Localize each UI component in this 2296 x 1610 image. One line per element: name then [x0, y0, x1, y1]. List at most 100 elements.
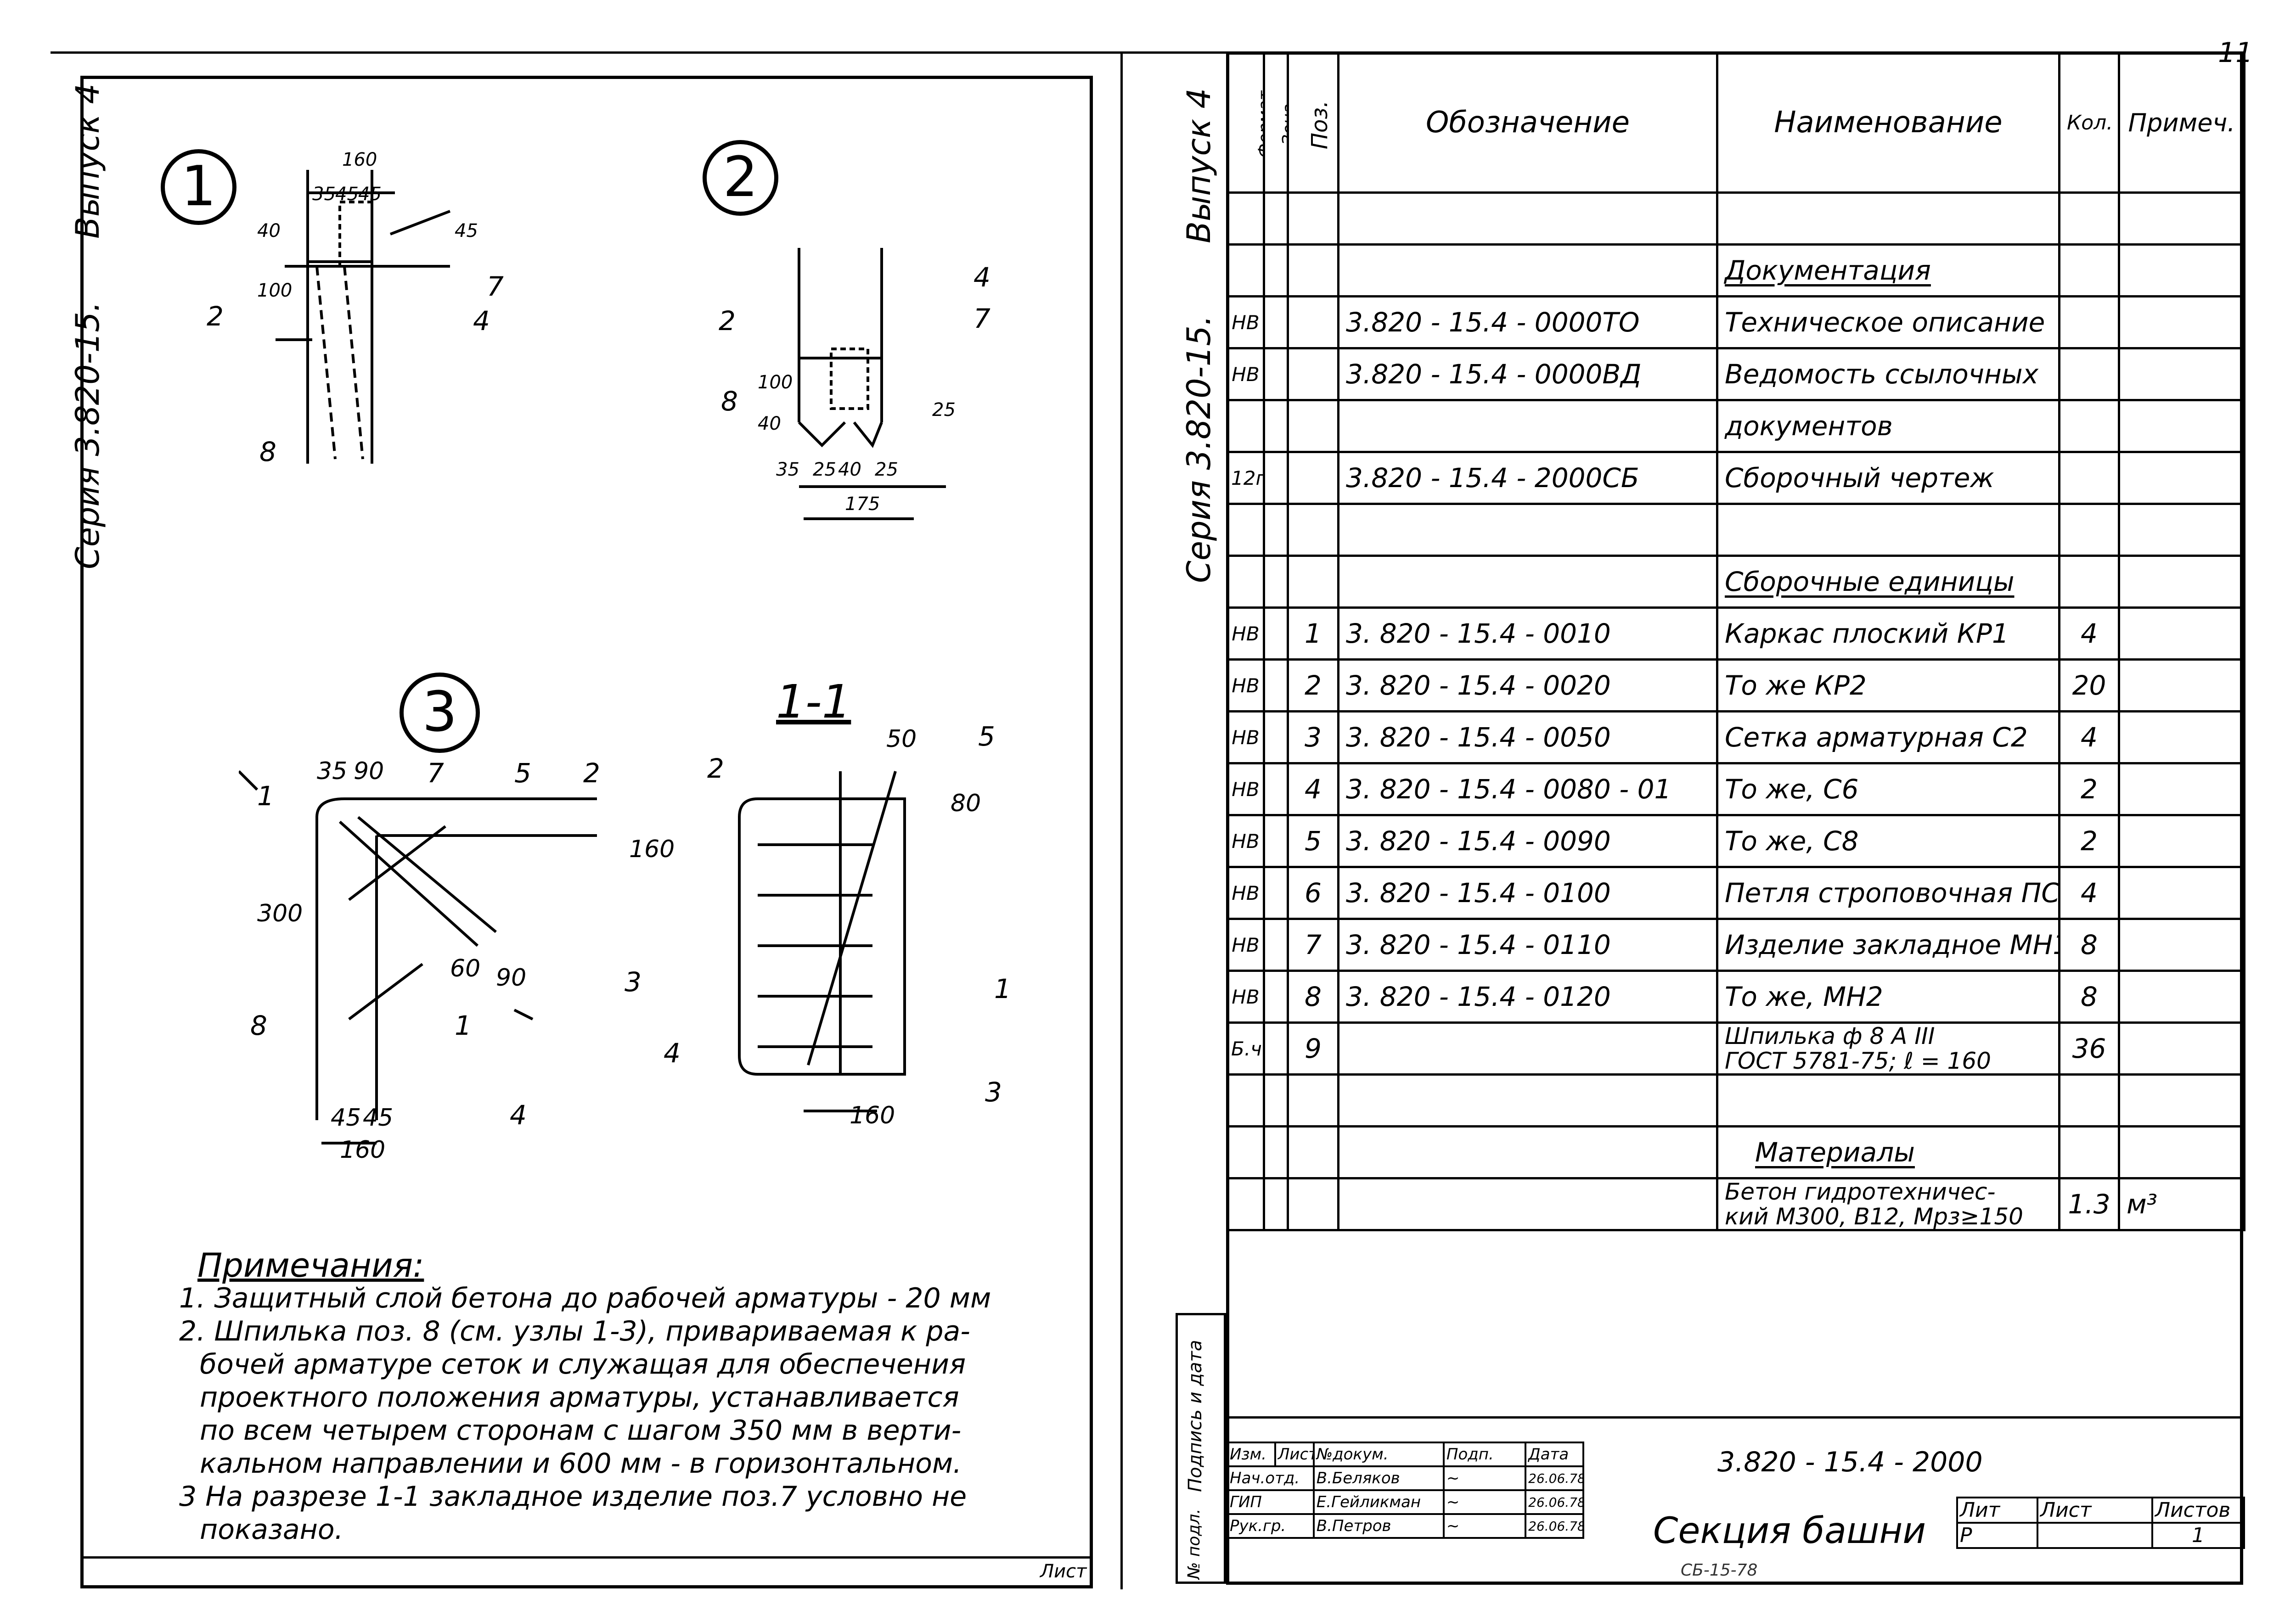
signature: ~	[1442, 1513, 1527, 1539]
spec-row: Документация	[1226, 243, 2245, 297]
center-fold-line	[1120, 51, 1123, 1589]
detail-1-label-4: 4	[473, 305, 490, 337]
detail-2-dim-25v: 25	[932, 399, 956, 421]
spec-row	[1226, 1073, 2245, 1128]
detail-1-dim-45a: 45	[335, 184, 359, 205]
right-series-label: Серия 3.820-15.	[1180, 315, 1218, 583]
tb-sheet-values: Р 1	[1956, 1522, 2245, 1549]
detail-2-label-7: 7	[974, 303, 990, 334]
title-block-sheet-info: Лит Лист Листов Р 1	[1956, 1497, 2245, 1549]
detail-3-dim-45a: 45	[331, 1104, 361, 1132]
detail-3-label-5: 5	[514, 757, 531, 789]
detail-2-dim-35: 35	[776, 459, 799, 480]
detail-3-label-7: 7	[427, 757, 444, 789]
top-rule	[51, 51, 2245, 54]
note-line-7: 3 На разрезе 1-1 закладное изделие поз.7…	[179, 1481, 967, 1513]
detail-1-label-2: 2	[207, 301, 224, 332]
detail-3-label-8: 8	[250, 1010, 267, 1041]
detail-1-dim-45c: 45	[455, 220, 478, 241]
tb-person-row: Нач.отд.В.Беляков~26.06.78	[1226, 1465, 1584, 1491]
title-block-doc-number: 3.820 - 15.4 - 2000	[1717, 1446, 1983, 1478]
specification-table: Формат Зона Поз. Обозначение Наименовани…	[1226, 51, 2245, 1231]
detail-3-label-4: 4	[510, 1100, 527, 1131]
detail-2-marker: 2	[703, 140, 778, 216]
detail-1-drawing	[276, 170, 451, 464]
detail-3-drawing	[239, 770, 597, 1144]
detail-1-marker: 1	[161, 149, 236, 225]
left-sheet-frame	[80, 76, 1093, 1588]
spec-header-pos: Поз.	[1287, 51, 1339, 194]
left-issue-label: Выпуск 4	[69, 83, 107, 239]
detail-2-dim-40b: 40	[838, 459, 861, 480]
section-1-1-label-2: 2	[707, 753, 724, 784]
detail-3-dim-90b: 90	[496, 964, 527, 992]
tb-sheet-header: Лит Лист Листов	[1956, 1497, 2245, 1524]
detail-3-label-3: 3	[625, 966, 642, 998]
section-1-1-drawing	[738, 771, 906, 1112]
note-line-6: кальном направлении и 600 мм - в горизон…	[200, 1447, 962, 1480]
note-line-2: 2. Шпилька поз. 8 (см. узлы 1-3), привар…	[179, 1315, 970, 1347]
notes-block: Примечания: 1. Защитный слой бетона до р…	[179, 1249, 991, 1546]
side-stamp-orig-no: № подл.	[1185, 1509, 1204, 1579]
note-line-1: 1. Защитный слой бетона до рабочей армат…	[179, 1282, 991, 1314]
title-block-bottom-partial: СБ-15-78	[1681, 1561, 1758, 1578]
section-1-1-dim-50: 50	[886, 725, 917, 753]
tb-person-row: Рук.гр.В.Петров~26.06.78	[1226, 1513, 1584, 1539]
note-line-5: по всем четырем сторонам с шагом 350 мм …	[200, 1414, 962, 1447]
spec-row: Сборочные единицы	[1226, 555, 2245, 609]
spec-row: Материалы	[1226, 1125, 2245, 1179]
detail-1-dim-45b: 45	[358, 184, 382, 205]
note-line-8: показано.	[200, 1514, 343, 1546]
detail-3-label-2: 2	[583, 757, 600, 789]
notes-title: Примечания:	[197, 1246, 424, 1285]
detail-2-dim-25b: 25	[875, 459, 898, 480]
spec-header-zone: Зона	[1263, 51, 1289, 194]
signature: ~	[1442, 1465, 1527, 1491]
detail-2-label-2: 2	[719, 305, 736, 337]
title-block-title: Секция башни	[1653, 1510, 1926, 1552]
side-stamp-column	[1176, 1313, 1226, 1584]
spec-name-two-line: Бетон гидротехничес-кий М300, В12, Мрз≥1…	[1716, 1177, 2060, 1231]
section-1-1-label-5: 5	[978, 721, 995, 752]
spec-row: Бетон гидротехничес-кий М300, В12, Мрз≥1…	[1226, 1177, 2245, 1231]
detail-2-label-4: 4	[974, 262, 990, 293]
section-1-1-label-1: 1	[994, 973, 1011, 1004]
section-1-1-title: 1-1	[776, 675, 851, 729]
spec-header-designation: Обозначение	[1337, 51, 1718, 194]
side-stamp-sign-date: Подпись и дата	[1185, 1340, 1206, 1492]
section-heading-assembly-units: Сборочные единицы	[1716, 555, 2060, 609]
detail-1-dim-35: 35	[312, 184, 336, 205]
detail-2-dim-100: 100	[758, 372, 793, 393]
detail-1-label-7: 7	[487, 271, 504, 302]
spec-header-format: Формат	[1226, 51, 1265, 194]
detail-2-dim-40: 40	[758, 413, 781, 434]
detail-1-dim-160: 160	[342, 149, 377, 170]
spec-row	[1226, 503, 2245, 557]
detail-3-label-1: 1	[455, 1010, 472, 1041]
detail-1-label-8: 8	[259, 436, 276, 467]
detail-2-dim-175: 175	[845, 494, 880, 515]
spec-header-row: Формат Зона Поз. Обозначение Наименовани…	[1226, 51, 2245, 194]
left-series-label: Серия 3.820-15.	[69, 301, 107, 569]
spec-header-qty: Кол.	[2058, 51, 2120, 194]
spec-row	[1226, 191, 2245, 246]
section-heading-documentation: Документация	[1716, 243, 2060, 297]
detail-3-dim-160r: 160	[629, 836, 675, 863]
section-1-1-dim-80: 80	[951, 790, 981, 817]
detail-1-dim-100: 100	[257, 280, 293, 301]
section-heading-materials: Материалы	[1716, 1125, 2060, 1179]
right-issue-label: Выпуск 4	[1180, 88, 1218, 243]
section-1-1-label-4: 4	[664, 1038, 681, 1069]
